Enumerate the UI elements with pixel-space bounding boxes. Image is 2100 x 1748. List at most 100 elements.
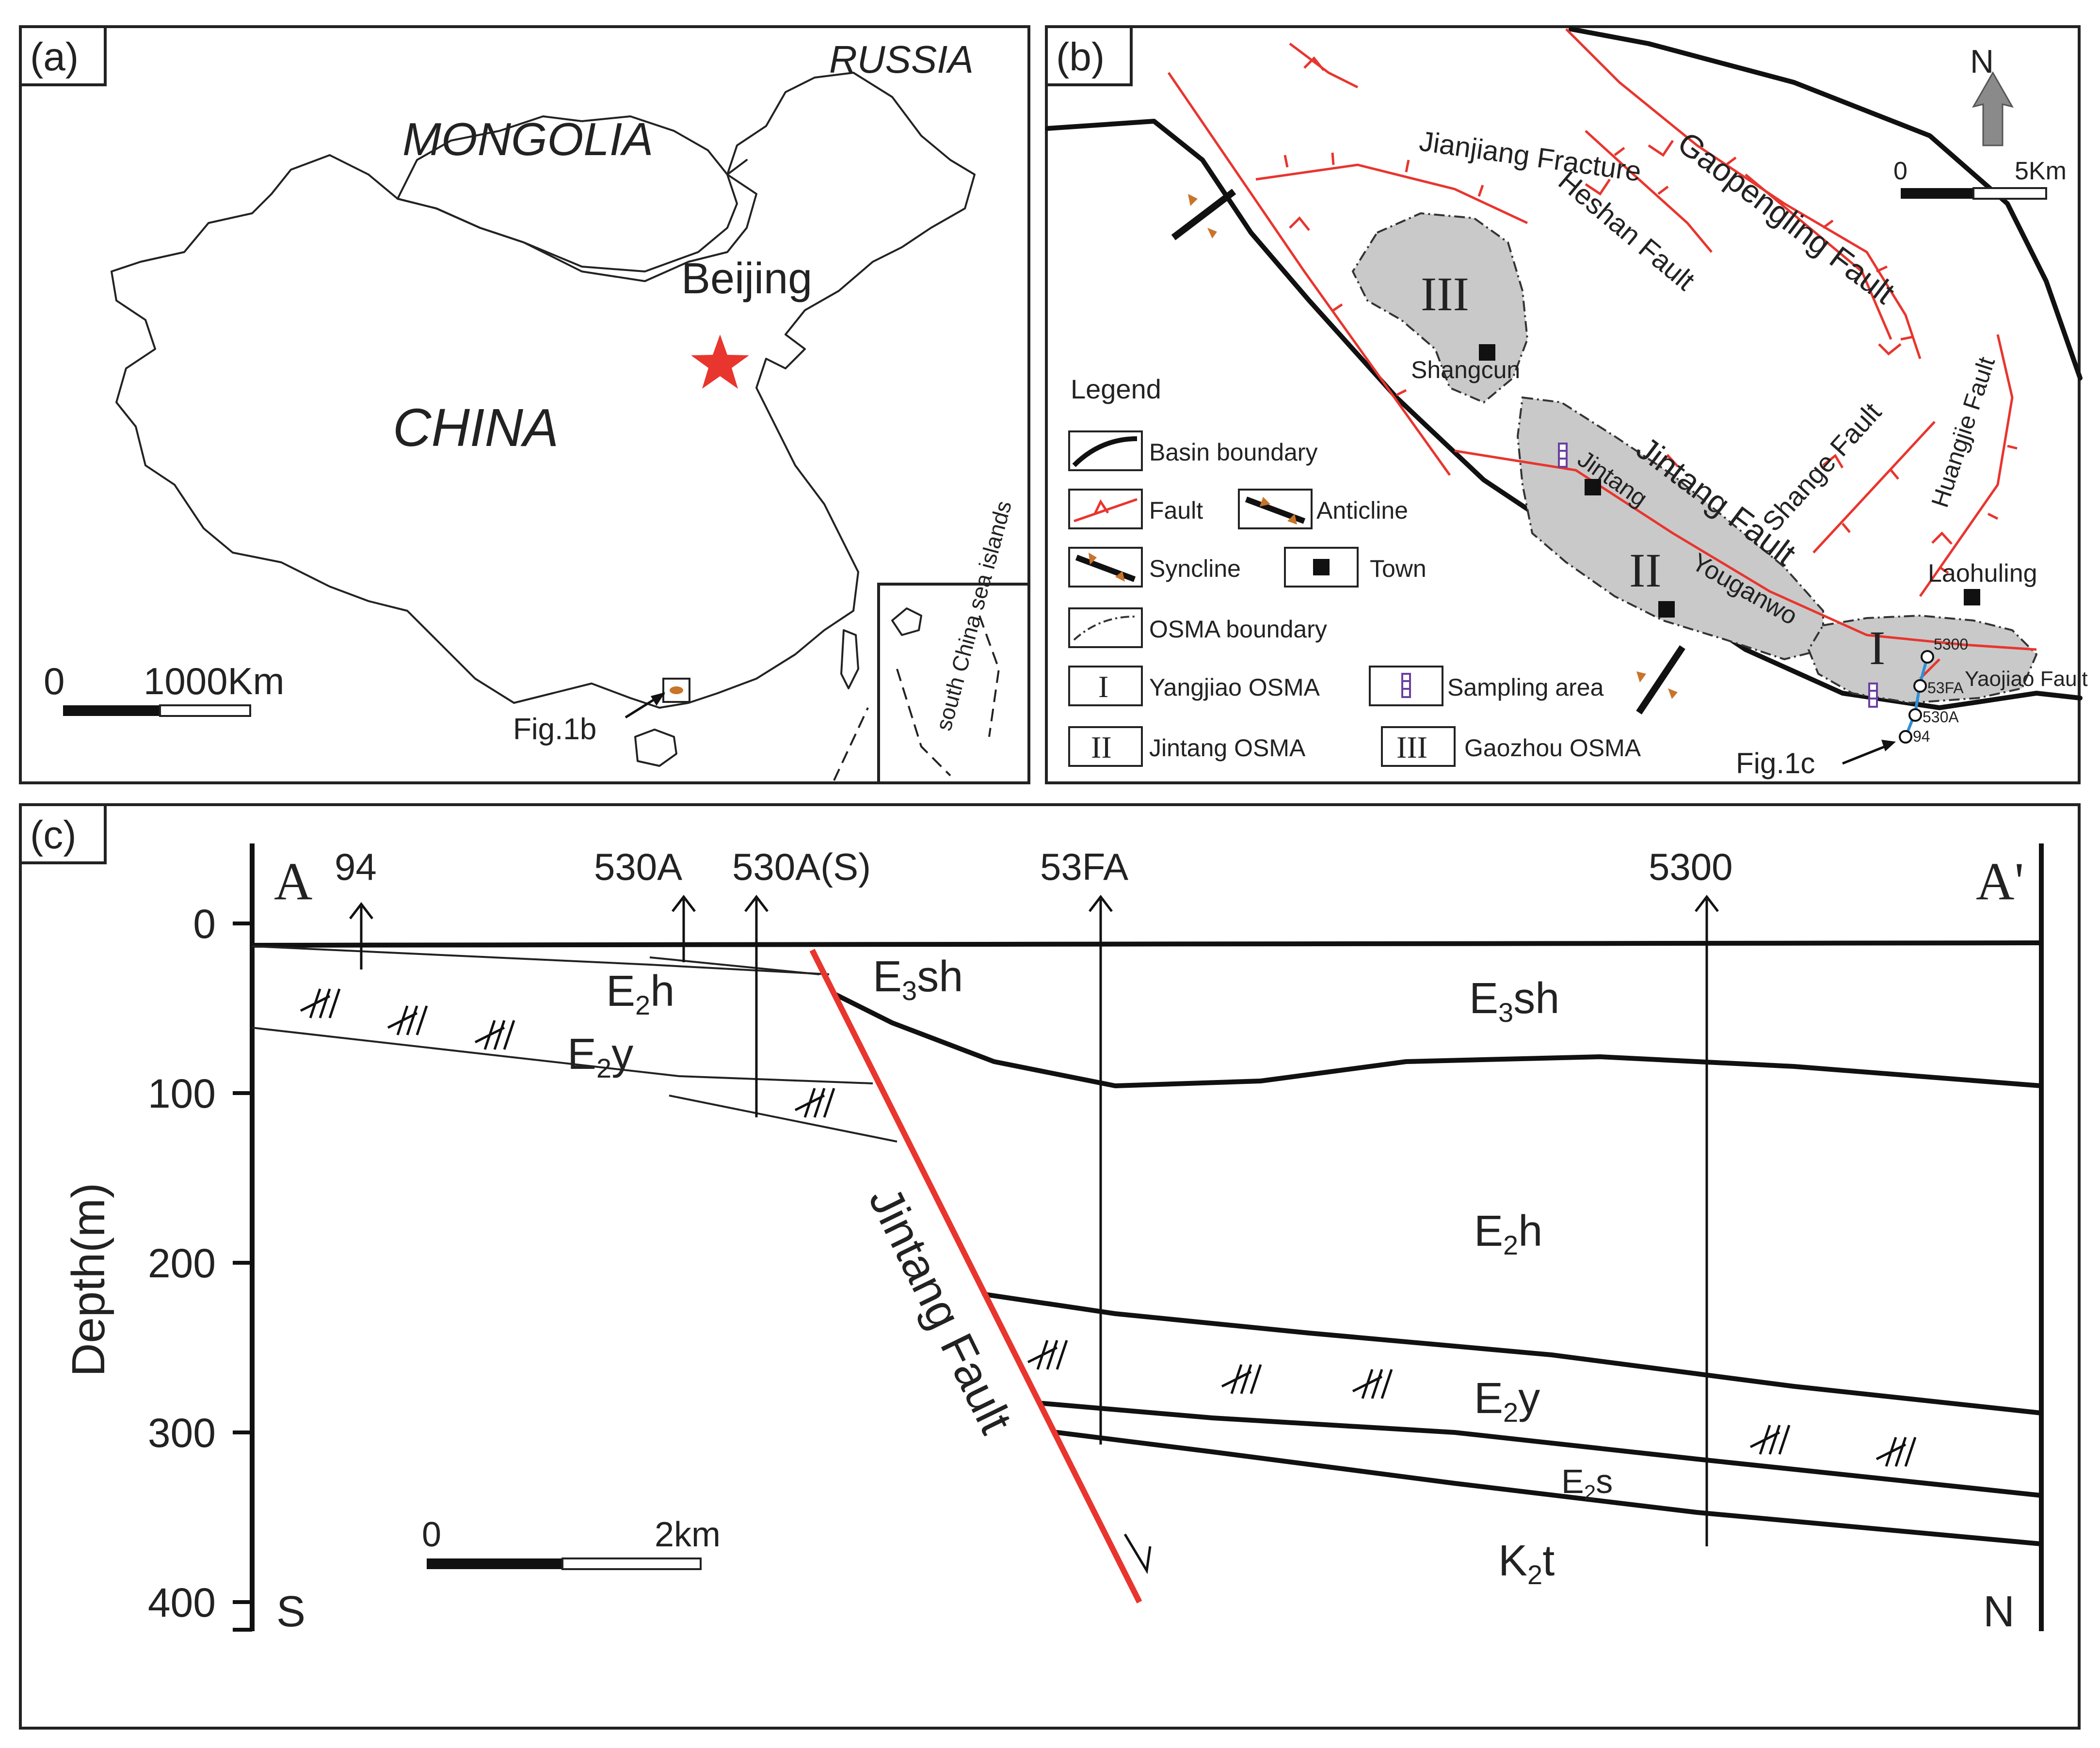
well-label-530as: 530A(S)	[732, 845, 871, 888]
fault-gaopengling	[1565, 28, 1922, 359]
section-end-south: S	[276, 1588, 305, 1636]
legend-town-swatch	[1284, 547, 1359, 588]
panel-b-scale-bar: 0 5Km	[1893, 157, 2067, 200]
town-marker-icon	[1964, 589, 1980, 605]
scale-b-max: 5Km	[2015, 157, 2067, 185]
panel-a-frame	[19, 25, 1030, 784]
horizon-e3sh-base-west	[649, 956, 820, 975]
ytick-200: 200	[148, 1240, 216, 1286]
ytick-300: 300	[148, 1410, 216, 1456]
hatch-symbol-icon	[1749, 1425, 1791, 1455]
legend-town-label: Town	[1370, 555, 1427, 582]
legend-osma-swatch	[1068, 607, 1143, 648]
well-label-94: 94	[335, 845, 377, 888]
panel-a: (a) RUSSIA MONGOLIA CHINA Beijing south …	[19, 25, 1030, 784]
osma-numeral-three: III	[1421, 267, 1469, 321]
well-label-53fa: 53FA	[1927, 679, 1964, 697]
taiwan-island	[840, 629, 859, 689]
legend-gaozhou-label: Gaozhou OSMA	[1464, 734, 1641, 762]
fault-arrow-icon	[1931, 531, 1953, 545]
fault-arrow-icon	[1289, 216, 1310, 231]
unit-e3sh-west: E3sh	[873, 953, 963, 1006]
north-label: N	[1970, 43, 1994, 80]
label-huangjie-fault: Huangjie Fault	[1926, 353, 2000, 510]
osma-numeral-two: II	[1629, 543, 1662, 597]
legend-fault-label: Fault	[1149, 497, 1203, 524]
inset-dash-2	[978, 615, 1000, 737]
horizon-e2h-top-west	[252, 945, 830, 975]
fault-inner	[1745, 174, 1892, 340]
fault-arrow-icon	[1657, 454, 1679, 467]
fault-arrow-icon	[1822, 454, 1844, 469]
hatch-symbol-icon	[300, 988, 341, 1018]
legend-numeral-three: III	[1396, 730, 1427, 764]
syncline-symbol-west	[1171, 189, 1236, 240]
scale-b-zero: 0	[1893, 157, 1908, 185]
mongolia-outline	[397, 115, 748, 272]
legend-anticline-label: Anticline	[1316, 497, 1408, 524]
basin-boundary-north	[1569, 27, 2083, 381]
horizon-e2s-top	[1040, 1401, 2044, 1498]
unit-e2y-east: E2y	[1474, 1374, 1540, 1428]
label-gaopengling-fault: Gaopengling Fault	[1671, 125, 1902, 311]
inset-frame	[877, 583, 1030, 784]
hatch-symbol-icon	[1876, 1437, 1917, 1467]
well-arrow-icon	[744, 894, 769, 912]
scale-a-zero: 0	[44, 660, 64, 702]
fig1b-box	[662, 678, 690, 703]
legend-osma-label: OSMA boundary	[1149, 616, 1327, 643]
sampling-area-icon	[1401, 673, 1411, 698]
scale-c-zero: 0	[422, 1515, 441, 1554]
depth-axis-label: Depth(m)	[63, 1183, 114, 1377]
town-marker-icon	[1658, 601, 1675, 618]
unit-e3sh-east: E3sh	[1469, 974, 1559, 1028]
beijing-star-icon	[691, 334, 749, 389]
fault-arrow-icon	[1648, 140, 1674, 157]
panel-b-frame	[1045, 25, 2081, 784]
fig1b-label: Fig.1b	[513, 713, 596, 746]
panel-a-label: (a)	[30, 35, 79, 79]
well-markers	[1899, 650, 1934, 744]
well-label-5300: 5300	[1934, 636, 1968, 653]
well-label-94: 94	[1913, 728, 1930, 745]
ytick-400: 400	[148, 1580, 216, 1625]
legend-yangjiao-label: Yangjiao OSMA	[1149, 674, 1320, 701]
legend-numeral-one: I	[1098, 669, 1108, 704]
panel-a-label-box	[19, 25, 107, 86]
town-marker-icon	[1313, 559, 1330, 575]
fault-jianjiang	[1255, 163, 1528, 224]
russia-label: RUSSIA	[829, 38, 974, 81]
ytick-100: 100	[148, 1071, 216, 1116]
panel-c-label: (c)	[30, 813, 77, 857]
well-marker-icon	[1913, 679, 1927, 693]
town-shangcun: Shangcun	[1411, 356, 1520, 383]
legend-one-swatch	[1068, 666, 1143, 706]
well-arrow-icon	[1089, 894, 1113, 912]
hainan-island	[634, 729, 677, 767]
unit-e2s: E2s	[1561, 1462, 1613, 1505]
hatch-symbol-icon	[1352, 1369, 1393, 1399]
well-marker-icon	[1899, 730, 1912, 744]
fault-jintang	[1454, 449, 2037, 651]
inset-island	[891, 607, 922, 636]
inset-label: south China sea islands	[930, 498, 1016, 733]
legend-sampling-label: Sampling area	[1447, 674, 1604, 701]
horizon-e2y-top	[982, 1292, 2044, 1415]
label-jianjiang-fracture: Jianjiang Fracture	[1417, 126, 1643, 188]
section-end-north: N	[1983, 1588, 2015, 1636]
hatch-symbol-icon	[794, 1088, 835, 1118]
well-lines	[349, 894, 1719, 1546]
legend-three-swatch	[1381, 726, 1456, 767]
depth-ticks	[233, 922, 252, 1632]
fault-north-short	[1289, 43, 1359, 89]
legend-syncline-label: Syncline	[1149, 555, 1241, 582]
beijing-label: Beijing	[681, 254, 812, 303]
south-china-sea-inset: south China sea islands	[877, 498, 1030, 784]
hatch-symbol-icon	[1221, 1364, 1262, 1394]
panel-c-label-box	[19, 803, 107, 864]
fault-throw-icon	[1123, 1533, 1152, 1574]
fault-label: Jintang Fault	[859, 1179, 1022, 1441]
well-label-5300: 5300	[1649, 845, 1733, 888]
osma-jintang-region	[1516, 396, 1824, 661]
fig1b-marker-icon	[670, 686, 683, 694]
